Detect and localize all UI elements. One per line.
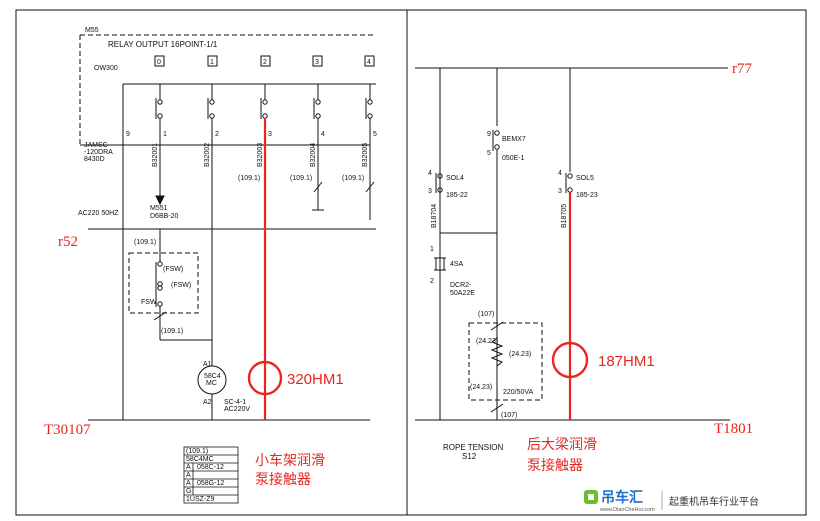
left-diagram xyxy=(79,34,376,421)
bemx-line-2: 050E-1 xyxy=(502,155,525,162)
sol5-pin-4: 4 xyxy=(558,170,562,177)
jamsc-line-3: 8430D xyxy=(84,156,105,163)
logo-watermark: 吊车汇 www.DiaoCheHui.com 起重机吊车行业平台 xyxy=(584,489,759,513)
sc-line-2: AC220V xyxy=(224,406,250,413)
jamsc-line-2: -120DRA xyxy=(84,149,113,156)
r77-label: r77 xyxy=(732,61,752,77)
bemx-pin-9: 9 xyxy=(487,131,491,138)
pin-1: 1 xyxy=(163,131,167,138)
hm1-label-right: 187HM1 xyxy=(598,353,655,370)
ref-109-b: (109.1) xyxy=(290,175,312,182)
right-red-circuit xyxy=(551,192,589,420)
fsa-label: 4SA xyxy=(450,261,464,268)
fsw-c: FSW xyxy=(141,299,157,306)
cn-label-right-1: 后大梁润滑 xyxy=(527,436,597,453)
table-row-3-key: A xyxy=(186,480,191,487)
table-title: 58C4MC xyxy=(186,456,214,463)
sol4-line-1: SOL4 xyxy=(446,175,464,182)
logo-name: 吊车汇 xyxy=(601,489,643,506)
channel-0: 0 xyxy=(157,59,161,66)
pin-2-right: 2 xyxy=(430,278,434,285)
pin-9: 9 xyxy=(126,131,130,138)
bemx-pin-5: 5 xyxy=(487,150,491,157)
pin-1-right: 1 xyxy=(430,246,434,253)
sol5-pin-3: 3 xyxy=(558,188,562,195)
logo-slogan: 起重机吊车行业平台 xyxy=(669,495,759,508)
fsw-a: (FSW) xyxy=(163,266,183,273)
table-row-1-key: A xyxy=(186,464,191,471)
coil-line-1: 58C4 xyxy=(204,373,221,380)
cn-label-right-2: 泵接触器 xyxy=(527,457,583,474)
logo-url: www.DiaoCheHui.com xyxy=(599,507,655,513)
table-row-3-val: 058G-12 xyxy=(197,480,224,487)
wire-label-b32004: B32004 xyxy=(310,143,317,167)
hm1-label-left: 320HM1 xyxy=(287,371,344,388)
header-m55: M55 xyxy=(85,27,99,34)
pin-4: 4 xyxy=(321,131,325,138)
channel-4: 4 xyxy=(367,59,371,66)
bemx-line-1: BEMX7 xyxy=(502,136,526,143)
cn-label-left-1: 小车架润滑 xyxy=(255,452,325,469)
wire-label-b32001: B32001 xyxy=(152,143,159,167)
table-row-2-key: A xyxy=(186,472,191,479)
sol5-line-1: SOL5 xyxy=(576,175,594,182)
pin-2: 2 xyxy=(215,131,219,138)
coil-line-2: MC xyxy=(206,380,217,387)
wire-label-b18705: B18705 xyxy=(561,204,568,228)
res-label: 220/50VA xyxy=(503,389,534,396)
left-red-circuit xyxy=(247,118,283,420)
dcr-line-2: 50A22E xyxy=(450,290,475,297)
table-row-1-val: 058C-12 xyxy=(197,464,224,471)
ac-label: AC220 50HZ xyxy=(78,210,119,217)
a1-label: A1 xyxy=(203,361,212,368)
panel-frames xyxy=(15,9,807,516)
m551-line-1: M551 xyxy=(150,205,168,212)
rope-line-2: S12 xyxy=(462,452,477,461)
ref-2423-a: (24.23) xyxy=(476,338,498,345)
table-footer: 1USZ-Z9 xyxy=(186,496,215,503)
ref-2423-c: (24.23) xyxy=(470,384,492,391)
header-ow: OW300 xyxy=(94,65,118,72)
sol4-pin-4: 4 xyxy=(428,170,432,177)
channel-3: 3 xyxy=(315,59,319,66)
m551-line-2: D6BB-20 xyxy=(150,213,179,220)
jamsc-line-1: JAMSC xyxy=(84,142,108,149)
sol4-line-2: 185-22 xyxy=(446,192,468,199)
header-title: RELAY OUTPUT 16POINT-1/1 xyxy=(108,40,218,49)
wire-label-b32002: B32002 xyxy=(204,143,211,167)
ref-109-e: (109.1) xyxy=(161,328,183,335)
wire-label-b32003: B32003 xyxy=(257,143,264,167)
table-row-4-key: G xyxy=(186,488,191,495)
sol4-pin-3: 3 xyxy=(428,188,432,195)
sc-line-1: SC-4-1 xyxy=(224,399,246,406)
ref-2423-b: (24.23) xyxy=(509,351,531,358)
channel-2: 2 xyxy=(263,59,267,66)
pin-3: 3 xyxy=(268,131,272,138)
contact-table xyxy=(183,446,239,504)
dcr-line-1: DCR2- xyxy=(450,282,472,289)
wire-label-b32005: B32005 xyxy=(362,143,369,167)
t1801-label: T1801 xyxy=(714,421,753,437)
table-header: (109.1) xyxy=(186,448,208,455)
channel-1: 1 xyxy=(210,59,214,66)
r52-label: r52 xyxy=(58,234,78,250)
sol5-line-2: 185-23 xyxy=(576,192,598,199)
wire-label-b18704: B18704 xyxy=(431,204,438,228)
fsw-b: (FSW) xyxy=(171,282,191,289)
ref-109-c: (109.1) xyxy=(342,175,364,182)
a2-label: A2 xyxy=(203,399,212,406)
rope-line-1: ROPE TENSION xyxy=(443,443,504,452)
cn-label-left-2: 泵接触器 xyxy=(255,471,311,488)
t30107-label: T30107 xyxy=(44,422,91,438)
pin-5: 5 xyxy=(373,131,377,138)
right-diagram xyxy=(415,67,730,421)
ref-107-b: (107) xyxy=(501,412,517,419)
ref-107-a: (107) xyxy=(478,311,494,318)
ref-109-a: (109.1) xyxy=(238,175,260,182)
ref-109-d: (109.1) xyxy=(134,239,156,246)
